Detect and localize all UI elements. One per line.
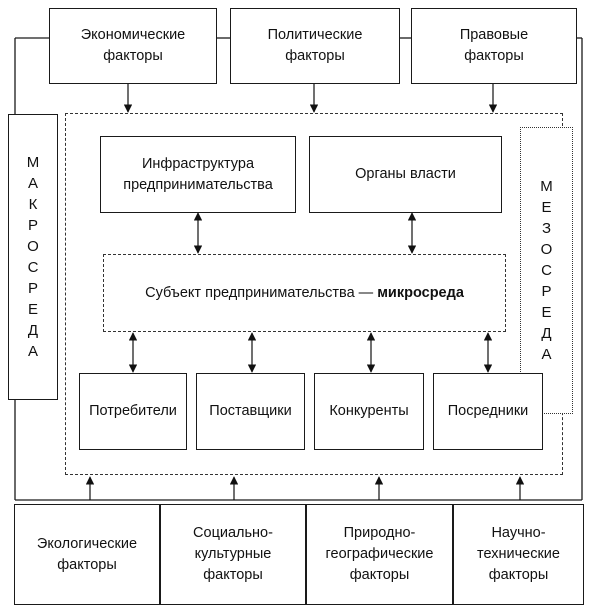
scitech-factors-line3: факторы <box>488 567 549 583</box>
consumers-label: Потребители <box>89 403 177 419</box>
macro-environment-letter: Р <box>27 280 38 297</box>
infrastructure-line2: предпринимательства <box>123 176 273 193</box>
infrastructure-line1: Инфраструктура <box>141 155 255 172</box>
natural-geo-factors-line1: Природно- <box>343 525 416 541</box>
sociocultural-factors-line1: Социально- <box>193 525 273 541</box>
meso-environment-letter: С <box>541 262 552 279</box>
competitors-label: Конкуренты <box>329 403 409 419</box>
legal-factors-line2: факторы <box>464 48 524 64</box>
political-factors-line1: Политические <box>267 27 363 43</box>
ecological-factors-line1: Экологические <box>36 535 138 552</box>
infrastructure-box: Инфраструктура предпринимательства <box>100 136 296 213</box>
micro-environment-label: микросреда <box>377 284 464 301</box>
legal-factors-box: Правовые факторы <box>411 8 577 84</box>
sociocultural-factors-box: Социально-культурные факторы <box>160 504 306 605</box>
subject-box: Субъект предпринимательства — микросреда <box>103 254 506 332</box>
macro-environment-letter: А <box>27 175 38 192</box>
meso-environment-letter: Е <box>541 199 552 216</box>
meso-environment-letter: Р <box>541 283 552 300</box>
economic-factors-line1: Экономические <box>80 27 186 43</box>
natural-geo-factors-line3: факторы <box>349 567 410 583</box>
economic-factors-box: Экономические факторы <box>49 8 217 84</box>
macro-environment-letter: К <box>28 196 38 213</box>
political-factors-box: Политические факторы <box>230 8 400 84</box>
scitech-factors-line2: технические <box>477 546 560 562</box>
suppliers-box: Поставщики <box>196 373 305 450</box>
macro-environment-letter: О <box>27 238 39 255</box>
competitors-box: Конкуренты <box>314 373 424 450</box>
macro-environment-letter: Р <box>27 217 38 234</box>
subject-label: Субъект предпринимательства — <box>145 284 378 301</box>
ecological-factors-line2: факторы <box>57 556 117 573</box>
macro-environment-letter: Д <box>27 322 39 339</box>
economic-factors-line2: факторы <box>103 48 163 64</box>
meso-environment-letter: З <box>541 220 552 237</box>
meso-environment-letter: М <box>540 178 553 195</box>
consumers-box: Потребители <box>79 373 187 450</box>
legal-factors-line1: Правовые <box>459 27 529 43</box>
macro-environment-letter: М <box>26 154 40 171</box>
authorities-box: Органы власти <box>309 136 502 213</box>
scitech-factors-box: Научно-технические факторы <box>453 504 584 605</box>
meso-environment-letter: Е <box>541 304 552 321</box>
meso-environment-letter: О <box>540 241 553 258</box>
macro-environment-letter: С <box>27 259 39 276</box>
natural-geo-factors-line2: географические <box>325 546 434 562</box>
scitech-factors-line1: Научно- <box>491 525 546 541</box>
political-factors-line2: факторы <box>285 48 345 64</box>
meso-environment-letter: Д <box>541 325 552 342</box>
suppliers-label: Поставщики <box>209 403 292 419</box>
sociocultural-factors-line3: факторы <box>203 567 263 583</box>
natural-geo-factors-box: Природно-географические факторы <box>306 504 453 605</box>
macro-environment-letter: А <box>27 343 38 360</box>
meso-environment-letter: А <box>541 346 552 363</box>
sociocultural-factors-line2: культурные <box>194 546 272 562</box>
intermediaries-box: Посредники <box>433 373 543 450</box>
authorities-label: Органы власти <box>355 166 456 182</box>
ecological-factors-box: Экологические факторы <box>14 504 160 605</box>
intermediaries-label: Посредники <box>447 403 529 419</box>
macro-environment-letter: Е <box>27 301 38 318</box>
